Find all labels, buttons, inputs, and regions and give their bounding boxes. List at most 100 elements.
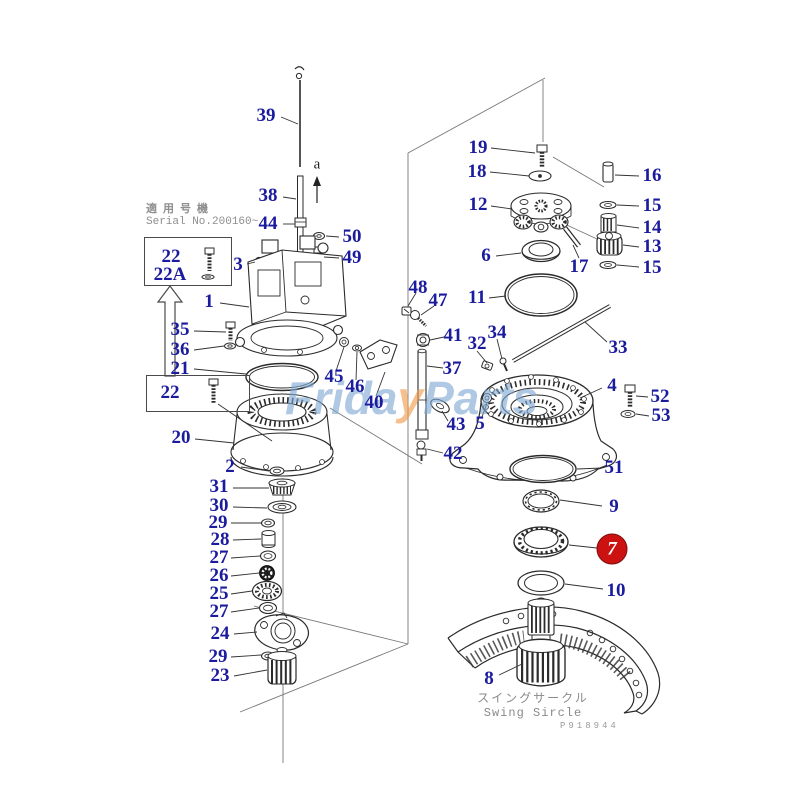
part-label-49: 49 <box>342 247 362 268</box>
bolt-34-drawing <box>499 357 508 372</box>
part-label-1: 1 <box>204 291 214 312</box>
part-label-25: 25 <box>209 583 229 604</box>
part-label-28: 28 <box>210 529 230 550</box>
part-label-27: 27 <box>209 601 229 622</box>
part-label-18: 18 <box>467 161 487 182</box>
part-label-36: 36 <box>170 339 190 360</box>
note-arrow-up <box>156 285 184 377</box>
serial-applicability-note: 適用号機 Serial No.200160~ <box>146 200 258 228</box>
part-label-46: 46 <box>345 376 365 397</box>
bearing-7-drawing <box>513 526 569 558</box>
part-label-48: 48 <box>408 277 428 298</box>
ring-9-drawing <box>522 489 560 513</box>
bracket-40-drawing <box>359 339 398 370</box>
bearing-6-drawing <box>521 239 561 263</box>
part-label-11: 11 <box>468 287 486 308</box>
swing-circle-caption-jp: スイングサークル <box>477 691 589 705</box>
part-label-45: 45 <box>324 366 344 387</box>
part-label-9: 9 <box>609 496 619 517</box>
clamp-32-drawing <box>481 360 494 371</box>
part-label-16: 16 <box>642 165 662 186</box>
part-label-13: 13 <box>642 236 662 257</box>
part-label-17: 17 <box>569 256 589 277</box>
bearing-25-drawing <box>251 580 283 602</box>
part-label-14: 14 <box>642 217 662 238</box>
bolt-52-drawing <box>624 384 636 407</box>
bar-33-drawing <box>512 304 611 363</box>
callout-bolt-icons <box>201 247 219 404</box>
rod-39-drawing <box>294 66 305 167</box>
match-arrow-a <box>313 176 321 203</box>
part-label-41: 41 <box>443 325 463 346</box>
part-label-21: 21 <box>170 358 190 379</box>
pinion-8-drawing <box>516 597 566 687</box>
bearing-26-drawing <box>259 565 275 581</box>
part-label-2: 2 <box>225 456 235 477</box>
case-4-drawing <box>449 374 618 482</box>
part-label-52: 52 <box>650 386 670 407</box>
part-label-12: 12 <box>468 194 488 215</box>
washer-53-drawing <box>620 410 636 418</box>
part-label-6: 6 <box>481 245 491 266</box>
part-label-32: 32 <box>467 333 487 354</box>
part-label-39: 39 <box>256 105 276 126</box>
part-label-47: 47 <box>428 290 448 311</box>
part-label-15: 15 <box>642 257 662 278</box>
part-label-35: 35 <box>170 319 190 340</box>
part-label-42: 42 <box>443 443 463 464</box>
carrier-12-drawing <box>510 192 572 233</box>
serial-parts-box-22-22a <box>144 237 232 286</box>
coupling-23-drawing <box>267 647 297 685</box>
washer-50-drawing <box>313 232 325 240</box>
part-label-53: 53 <box>651 405 671 426</box>
part-label-22a: 22A <box>153 264 187 285</box>
part-label-29: 29 <box>208 512 228 533</box>
bolt-47-drawing <box>410 310 428 328</box>
bearing-14-drawing <box>600 213 617 233</box>
washer-15b-drawing <box>599 260 617 270</box>
part-label-30: 30 <box>209 495 229 516</box>
part-label-5: 5 <box>475 413 485 434</box>
part-label-43: 43 <box>446 414 466 435</box>
part-label-26: 26 <box>209 565 229 586</box>
nut-30-drawing <box>267 500 297 514</box>
pin-17-drawing <box>563 226 581 248</box>
leader-lines <box>193 116 650 677</box>
gear-13-drawing <box>596 231 623 256</box>
part-label-44: 44 <box>258 213 278 234</box>
fitting-41-drawing <box>415 332 431 348</box>
part-label-4: 4 <box>607 375 617 396</box>
drawing-number: P918944 <box>560 721 619 731</box>
highlighted-part-number: 7 <box>607 538 617 559</box>
swing-circle-caption: スイングサークル Swing Sircle <box>477 689 589 720</box>
bolt-35-drawing <box>225 321 236 341</box>
washer-27b-drawing <box>258 601 278 615</box>
clamp-48-drawing <box>401 306 412 316</box>
washer-15-drawing <box>599 200 617 210</box>
part-label-19: 19 <box>468 137 488 158</box>
ring-27-drawing <box>259 550 277 562</box>
o-ring-11-drawing <box>504 273 578 317</box>
highlighted-part-badge-7: 7 <box>596 533 628 565</box>
nut-45-drawing <box>339 337 349 347</box>
fitting-42-drawing <box>416 440 427 461</box>
swing-circle-caption-en: Swing Sircle <box>483 706 583 720</box>
bolt-19-drawing <box>536 144 548 168</box>
part-label-27: 27 <box>209 547 229 568</box>
part-label-33: 33 <box>608 337 628 358</box>
part-label-34: 34 <box>487 322 507 343</box>
clamp-43-drawing <box>430 398 450 414</box>
gear-case-20-drawing <box>230 393 334 477</box>
o-ring-21-drawing <box>245 362 319 392</box>
part-label-51: 51 <box>604 457 624 478</box>
ring-10-drawing <box>517 570 565 596</box>
part-label-37: 37 <box>442 358 462 379</box>
part-label-3: 3 <box>233 254 243 275</box>
part-label-22: 22 <box>160 382 180 403</box>
part-label-24: 24 <box>210 623 230 644</box>
plate-24-drawing <box>254 612 309 651</box>
o-ring-2-drawing <box>269 466 285 476</box>
swing-motor-1-drawing <box>234 235 347 357</box>
washer-36-drawing <box>224 342 236 350</box>
o-ring-51-drawing <box>509 454 577 484</box>
